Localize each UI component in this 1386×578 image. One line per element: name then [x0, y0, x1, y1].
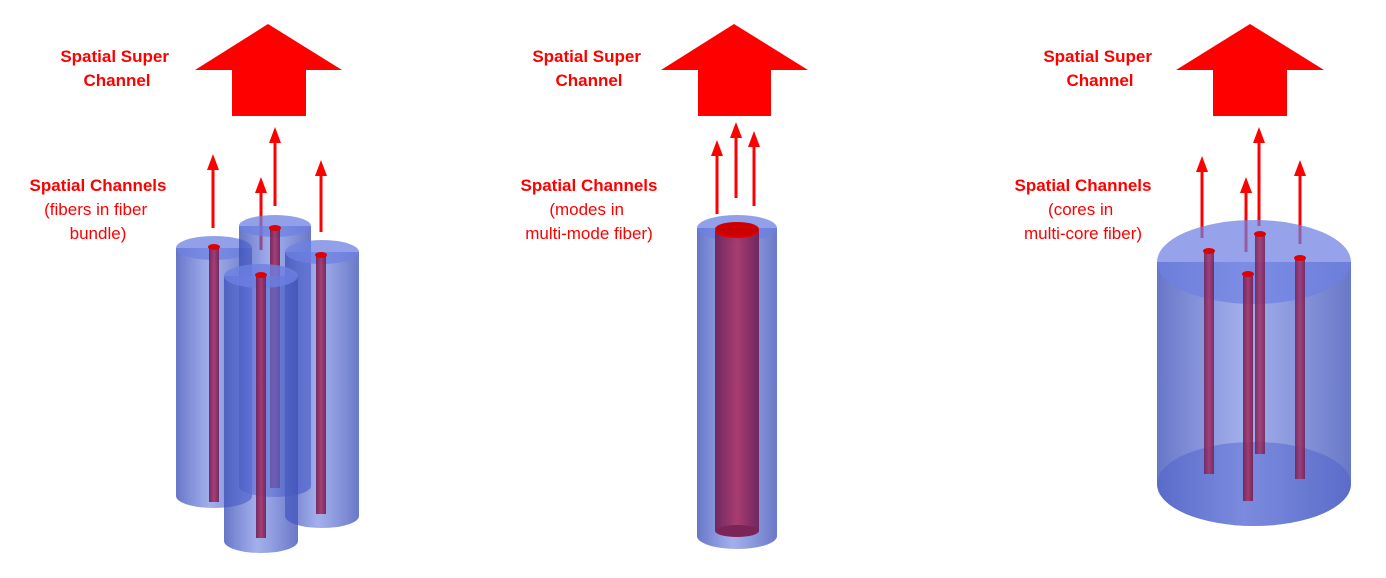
fiber-core: [715, 222, 759, 537]
channel-arrow-icon: [748, 131, 760, 206]
super-channel-label: Spatial Super Channel: [1043, 47, 1156, 90]
fiber-core: [255, 272, 267, 538]
fiber-core: [1294, 255, 1306, 479]
fiber-core: [1242, 271, 1254, 501]
channel-arrow-icon: [1253, 127, 1265, 226]
super-channel-arrow-icon: [1176, 24, 1324, 116]
fiber-core: [1203, 248, 1215, 474]
spatial-channels-title: Spatial Channels: [1015, 176, 1152, 195]
super-channel-arrow-icon: [661, 24, 808, 116]
super-channel-label: Spatial Super Channel: [532, 47, 645, 90]
channel-arrow-icon: [207, 154, 219, 228]
panel-fiber-bundle: Spatial Super Channel Spatial Channels (…: [30, 24, 359, 553]
fiber-core: [1254, 231, 1266, 454]
panel-multi-core-fiber: Spatial Super Channel Spatial Channels (…: [1015, 24, 1351, 526]
spatial-channels-description: (modes in multi-mode fiber): [525, 200, 653, 243]
channel-arrow-icon: [730, 122, 742, 198]
super-channel-label: Spatial Super Channel: [60, 47, 173, 90]
channel-arrow-icon: [315, 160, 327, 232]
fiber-cladding: [1157, 220, 1351, 526]
channel-arrow-icon: [269, 127, 281, 206]
spatial-channels-title: Spatial Channels: [30, 176, 167, 195]
spatial-channels-description: (fibers in fiber bundle): [44, 200, 152, 243]
spatial-channels-description: (cores in multi-core fiber): [1024, 200, 1142, 243]
fiber-core: [315, 252, 327, 514]
channel-arrow-icon: [711, 140, 723, 214]
fiber-core: [208, 244, 220, 502]
spatial-channels-title: Spatial Channels: [521, 176, 658, 195]
super-channel-arrow-icon: [195, 24, 342, 116]
panel-multi-mode-fiber: Spatial Super Channel Spatial Channels (…: [521, 24, 808, 549]
